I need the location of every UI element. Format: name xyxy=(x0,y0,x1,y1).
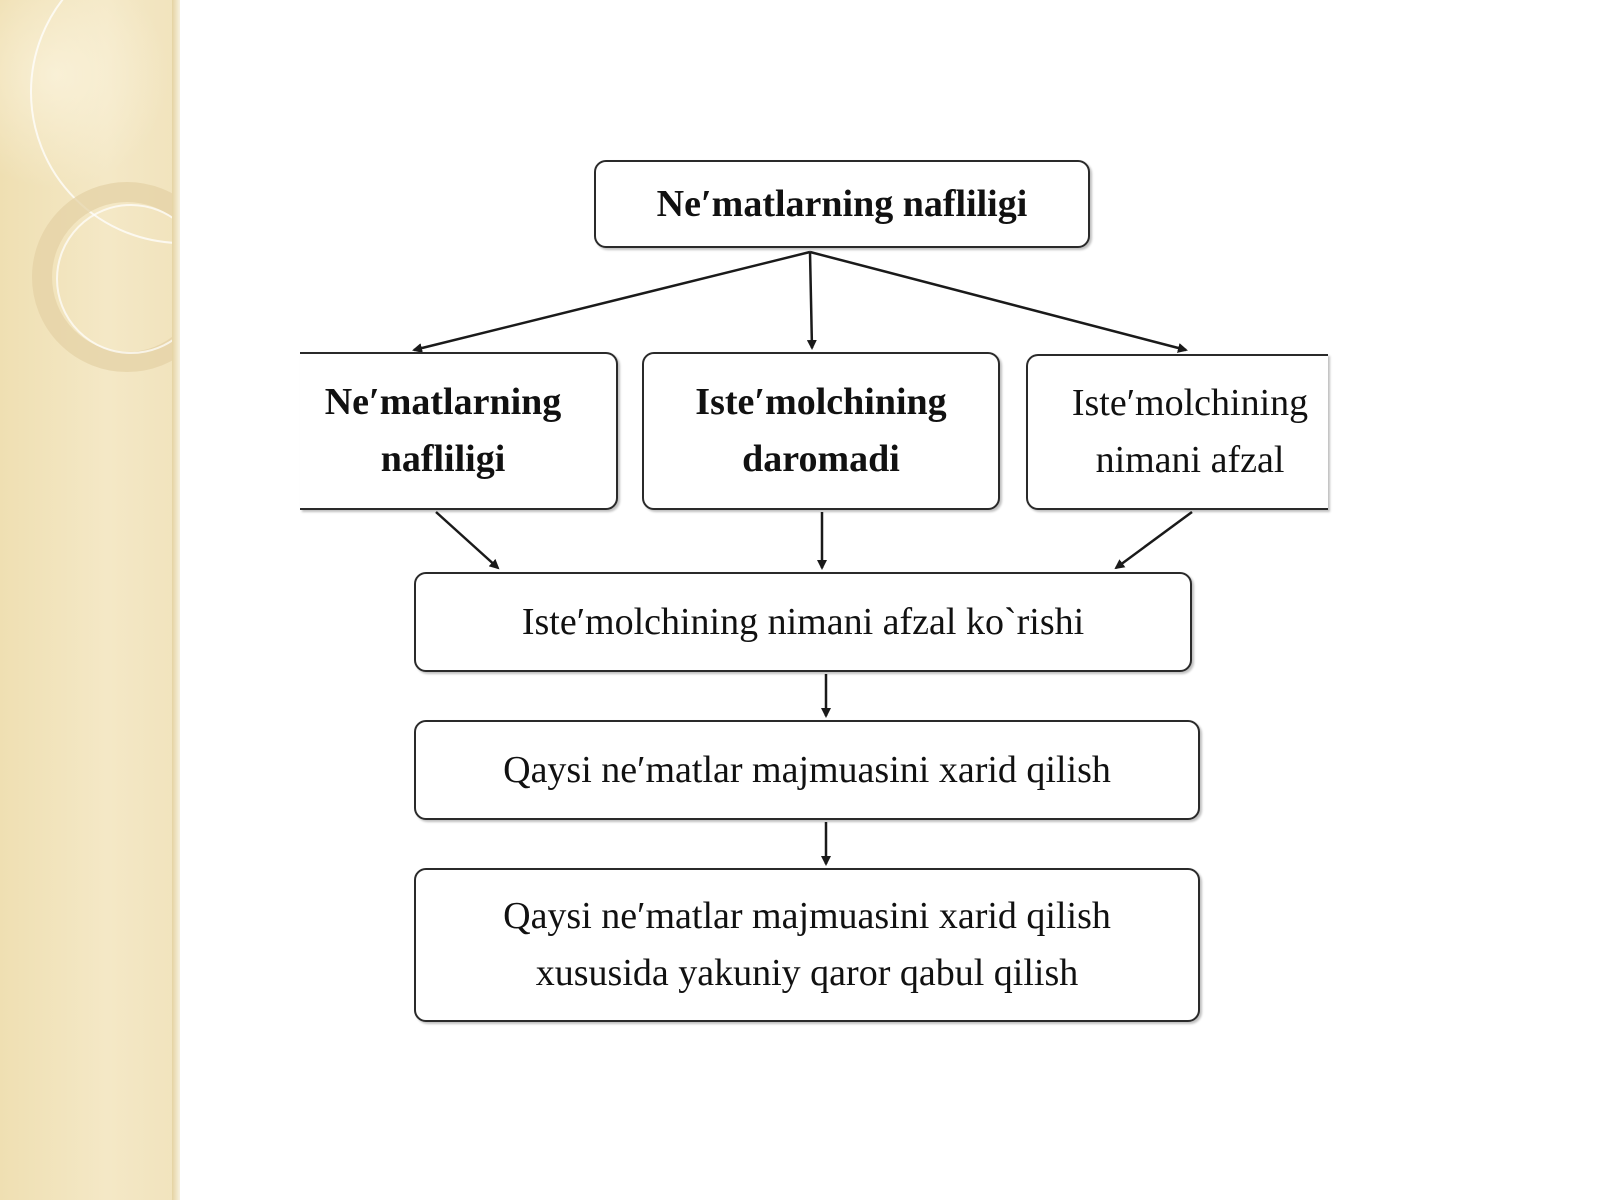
arrow-left-to-preference xyxy=(435,511,500,570)
arrow-top-to-center xyxy=(806,251,817,350)
node-consumer-income: Isteʹmolchining daromadi xyxy=(642,352,1000,510)
node-consumer-preference-partial: Isteʹmolchining nimani afzal xyxy=(1026,354,1328,510)
node-which-goods-to-buy: Qaysi neʹmatlar majmuasini xarid qilish xyxy=(414,720,1200,820)
node-label: Qaysi neʹmatlar majmuasini xarid qilish … xyxy=(503,895,1111,994)
arrow-right-to-preference xyxy=(1114,510,1193,570)
node-label: Qaysi neʹmatlar majmuasini xarid qilish xyxy=(503,748,1111,791)
node-label: Isteʹmolchining nimani afzal xyxy=(1071,382,1309,481)
node-label: Isteʹmolchining nimani afzal ko`rishi xyxy=(521,600,1085,643)
arrow-top-to-left xyxy=(412,250,811,353)
node-goods-utility-top: Neʹmatlarning nafliligi xyxy=(594,160,1090,248)
node-final-decision: Qaysi neʹmatlar majmuasini xarid qilish … xyxy=(414,868,1200,1022)
node-label: Neʹmatlarning nafliligi xyxy=(324,381,562,480)
node-consumer-preference: Isteʹmolchining nimani afzal ko`rishi xyxy=(414,572,1192,672)
node-label: Isteʹmolchining daromadi xyxy=(695,381,947,480)
node-goods-utility: Neʹmatlarning nafliligi xyxy=(300,352,618,510)
node-label: Neʹmatlarning nafliligi xyxy=(656,182,1028,225)
side-panel-edge xyxy=(172,0,180,1200)
arrow-top-to-right xyxy=(809,250,1188,353)
decorative-side-panel xyxy=(0,0,178,1200)
